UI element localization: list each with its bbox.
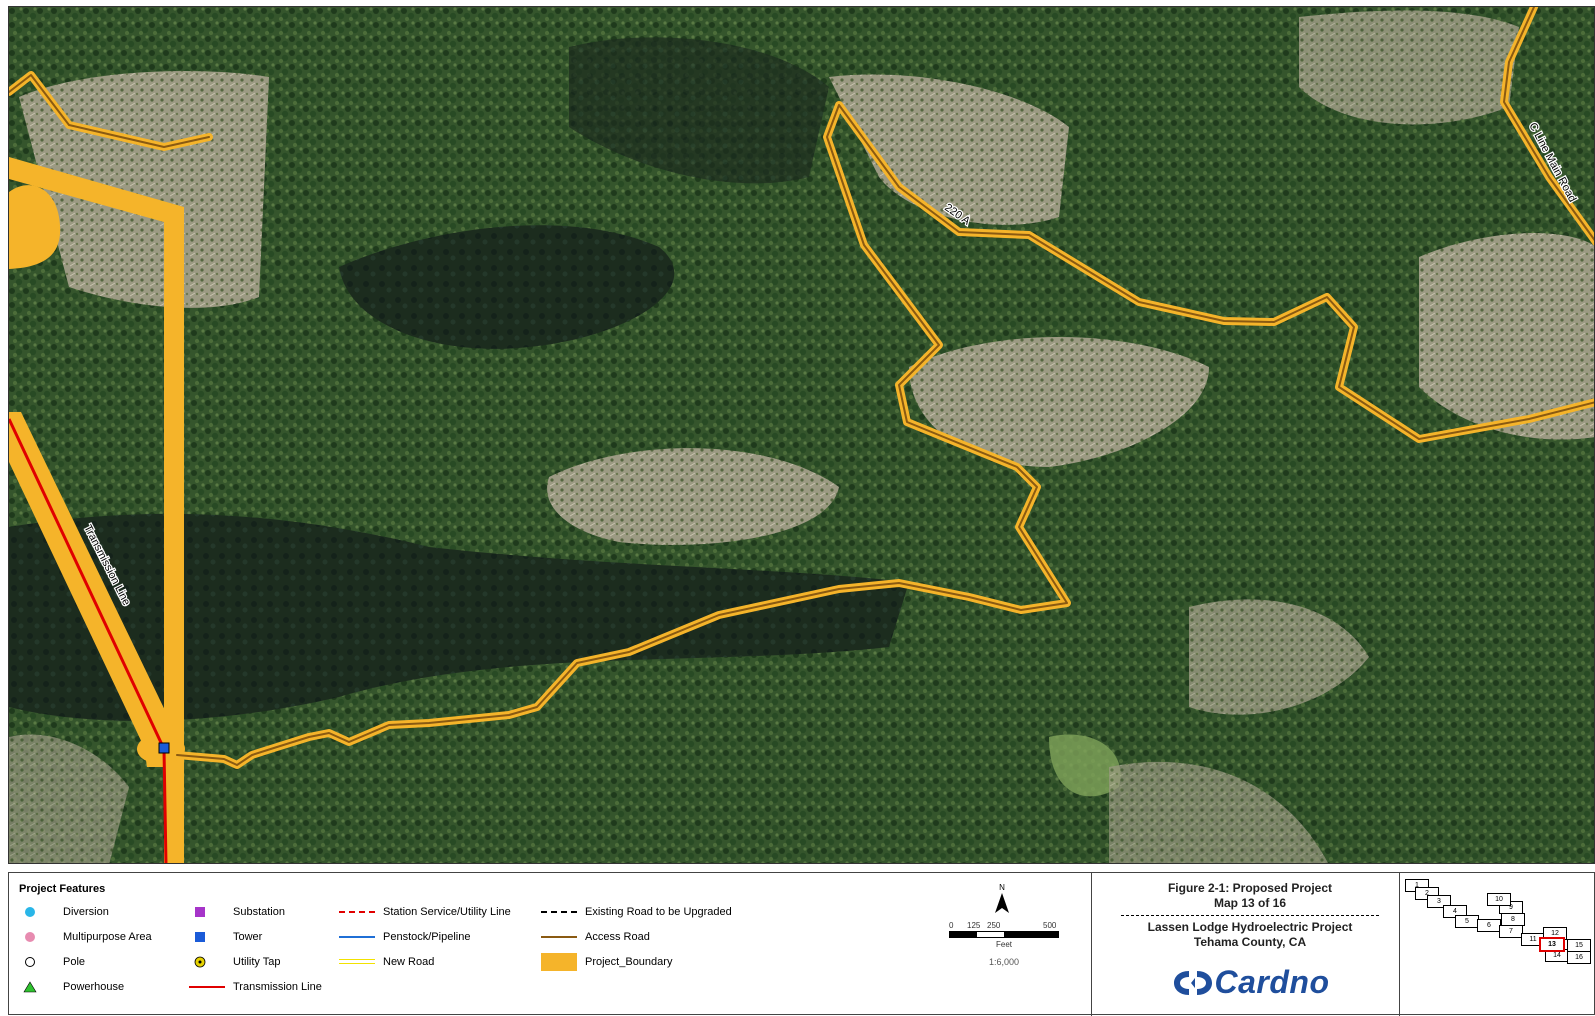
multipurpose-area-icon: [17, 930, 57, 944]
north-arrow-icon: [995, 893, 1009, 913]
legend-item-station-service: Station Service/Utility Line: [337, 905, 511, 919]
dark-forest-patch: [339, 225, 675, 349]
clearing-area: [909, 337, 1209, 467]
legend-divider: [1399, 873, 1400, 1016]
legend-item-existing-road: Existing Road to be Upgraded: [539, 905, 732, 919]
tower-marker[interactable]: [158, 742, 170, 754]
legend-item-diversion: Diversion: [17, 905, 109, 919]
legend-item-multipurpose-area: Multipurpose Area: [17, 930, 152, 944]
legend-item-new-road: New Road: [337, 955, 434, 969]
tower-icon: [187, 930, 227, 944]
penstock-pipeline-icon: [337, 930, 377, 944]
clearing-area: [9, 734, 129, 863]
figure-title-block: Figure 2-1: Proposed Project Map 13 of 1…: [1101, 873, 1399, 1016]
scale-ratio: 1:6,000: [988, 957, 1020, 967]
legend-divider: [1091, 873, 1092, 1016]
pole-icon: [17, 955, 57, 969]
scale-bar-graphic: [949, 931, 1059, 938]
legend-item-penstock: Penstock/Pipeline: [337, 930, 470, 944]
new-road-icon: [337, 955, 377, 969]
index-tile[interactable]: 10: [1487, 893, 1511, 906]
powerhouse-icon: [17, 980, 57, 994]
index-tile[interactable]: 8: [1501, 913, 1525, 926]
index-tile[interactable]: 6: [1477, 919, 1501, 932]
clearing-area: [829, 74, 1069, 225]
meadow-area: [1049, 734, 1121, 797]
legend-item-transmission-line: Transmission Line: [187, 980, 322, 994]
legend-item-tower: Tower: [187, 930, 262, 944]
index-tile-current[interactable]: 13: [1539, 937, 1565, 952]
index-tile[interactable]: 16: [1567, 951, 1591, 964]
index-tile[interactable]: 5: [1455, 915, 1479, 928]
project-name: Lassen Lodge Hydroelectric Project Teham…: [1147, 920, 1353, 949]
substation-icon: [187, 905, 227, 919]
clearing-area: [1419, 233, 1594, 440]
legend-item-substation: Substation: [187, 905, 285, 919]
map-legend-panel: Project Features Diversion Multipurpose …: [8, 872, 1595, 1016]
cardno-logo-icon: [1173, 970, 1212, 995]
clearing-area: [1299, 10, 1519, 125]
project-boundary-icon: [539, 953, 579, 971]
map-canvas: 220 A C Line Main Road Transmission Line: [9, 7, 1594, 863]
legend-title: Project Features: [19, 883, 106, 895]
scale-unit: Feet: [995, 940, 1012, 949]
clearing-area: [1189, 599, 1369, 715]
legend-item-project-boundary: Project_Boundary: [539, 953, 672, 971]
legend-item-utility-tap: Utility Tap: [187, 955, 280, 969]
company-name: Cardno: [1214, 964, 1330, 1000]
access-road-icon: [539, 930, 579, 944]
dark-forest-patch: [9, 513, 909, 721]
legend-item-pole: Pole: [17, 955, 85, 969]
north-arrow: N: [987, 883, 1017, 919]
aerial-map[interactable]: 220 A C Line Main Road Transmission Line: [8, 6, 1595, 864]
legend-item-powerhouse: Powerhouse: [17, 980, 124, 994]
index-map: 1 2 3 4 5 6 7 8 9 10 11 12 13 14 15 16: [1405, 879, 1595, 1009]
access-roads: [9, 7, 1594, 769]
transmission-line-icon: [187, 980, 227, 994]
index-tile[interactable]: 7: [1499, 925, 1523, 938]
index-tile[interactable]: 3: [1427, 895, 1451, 908]
index-tile[interactable]: 4: [1443, 905, 1467, 918]
company-logo: Cardno: [1101, 964, 1399, 1001]
dark-forest-patch: [569, 37, 829, 184]
project-boundary: [9, 157, 185, 863]
index-tile[interactable]: 12: [1543, 927, 1567, 940]
figure-title: Figure 2-1: Proposed Project Map 13 of 1…: [1167, 881, 1333, 910]
scale-ticks: 0 125 250 500: [949, 921, 1057, 930]
existing-road-icon: [539, 905, 579, 919]
clearing-area: [547, 448, 839, 545]
legend-item-access-road: Access Road: [539, 930, 650, 944]
clearing-area: [1109, 761, 1328, 863]
scale-bar: 0 125 250 500 Feet 1:6,000: [949, 921, 1059, 967]
station-service-line-icon: [337, 905, 377, 919]
diversion-icon: [17, 905, 57, 919]
title-separator: [1121, 915, 1379, 916]
utility-tap-icon: [187, 955, 227, 969]
